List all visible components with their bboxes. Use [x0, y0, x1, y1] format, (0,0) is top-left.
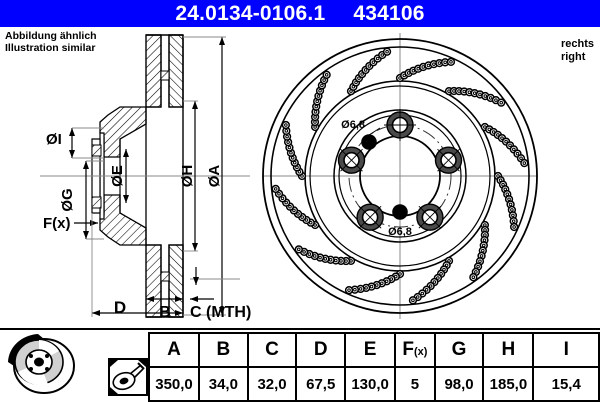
header-c: C [246, 332, 298, 368]
ref-hole-top [361, 134, 377, 150]
ref-hole-bottom [392, 204, 408, 220]
label-dia-e: ØE [109, 165, 126, 187]
header-fx: F(x) [394, 332, 436, 368]
value-b: 34,0 [198, 366, 249, 402]
table-header-row: A B C D E F(x) G H I [147, 332, 600, 368]
value-e: 130,0 [344, 366, 397, 402]
label-width-c: C (MTH) [190, 304, 251, 321]
drawing-svg: ØI ØG ØE ØH ØA [40, 33, 538, 321]
value-g: 98,0 [433, 366, 485, 402]
label-width-d: D [114, 298, 126, 317]
disc-face-view: Ø6,8 Ø6,8 [262, 33, 538, 319]
side-indicator-note: rechts right [560, 38, 594, 63]
label-dia-h: ØH [179, 165, 196, 188]
fx-main: F [402, 339, 414, 360]
header-a: A [147, 332, 201, 368]
drawing-area: ØI ØG ØE ØH ØA [0, 27, 600, 325]
table-value-row: 350,0 34,0 32,0 67,5 130,0 5 98,0 185,0 … [147, 366, 600, 402]
value-i: 15,4 [532, 366, 600, 402]
header-d: D [295, 332, 347, 368]
header-b: B [198, 332, 249, 368]
illustration-similar-note: Abbildung ähnlich Illustration similar [5, 30, 97, 54]
value-c: 32,0 [246, 366, 298, 402]
bolt-holes [337, 109, 463, 231]
label-hole-dia-bottom: Ø6,8 [388, 226, 412, 238]
value-h: 185,0 [482, 366, 535, 402]
value-d: 67,5 [295, 366, 347, 402]
caliper-measure-icon [108, 358, 148, 396]
cross-section-view: ØI ØG ØE ØH ØA [40, 34, 251, 321]
header-e: E [344, 332, 397, 368]
label-hole-dia-top: Ø6,8 [341, 119, 365, 131]
header-g: G [433, 332, 485, 368]
specs-table-region: A B C D E F(x) G H I 350,0 34,0 32,0 67,… [0, 328, 600, 402]
header-i: I [532, 332, 600, 368]
label-dia-i: ØI [46, 131, 62, 148]
header-h: H [482, 332, 535, 368]
value-fx: 5 [394, 366, 436, 402]
label-force-fx: F(x) [43, 215, 71, 232]
part-number: 24.0134-0106.1 [175, 2, 326, 25]
value-a: 350,0 [147, 366, 201, 402]
header-banner: 24.0134-0106.1 434106 [0, 0, 600, 27]
fx-sub: (x) [413, 346, 428, 358]
specifications-table: A B C D E F(x) G H I 350,0 34,0 32,0 67,… [147, 332, 600, 402]
label-dia-a: ØA [206, 165, 223, 188]
reference-number: 434106 [353, 2, 425, 25]
label-dia-g: ØG [59, 188, 76, 211]
brake-disc-icon [6, 332, 78, 396]
